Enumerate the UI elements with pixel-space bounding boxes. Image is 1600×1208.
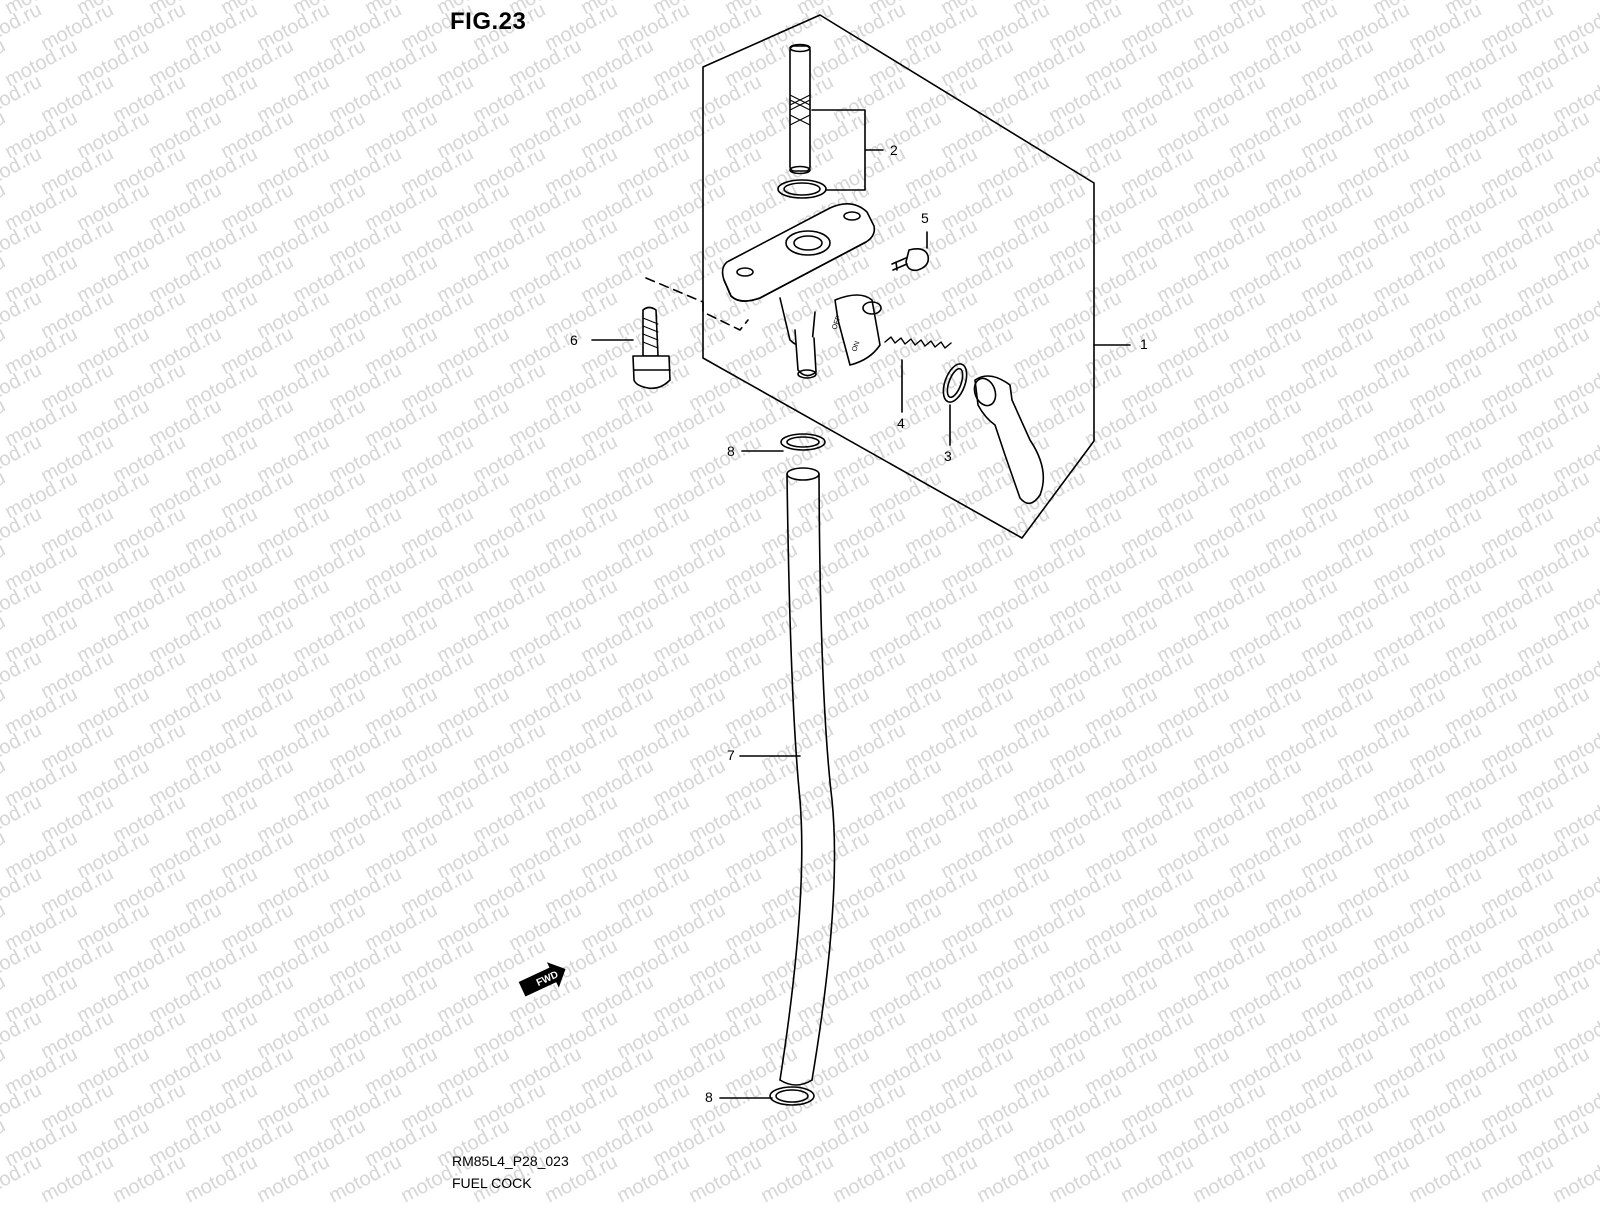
- callout-1: 1: [1140, 336, 1148, 352]
- screw-part-5: [891, 248, 930, 272]
- drawing-name: FUEL COCK: [452, 1175, 532, 1191]
- bolt-part-6: [632, 306, 671, 390]
- callout-4: 4: [897, 415, 905, 431]
- cock-on-label: ON: [851, 340, 861, 352]
- filter-tube: [789, 43, 811, 175]
- cock-off-label: OFF: [831, 315, 842, 331]
- fuel-cock-body: [721, 203, 882, 379]
- fwd-arrow: FWD: [518, 962, 566, 997]
- callout-8-upper: 8: [727, 443, 735, 459]
- callout-5: 5: [921, 210, 929, 226]
- callout-2: 2: [890, 142, 898, 158]
- o-ring-part-3: [942, 363, 968, 403]
- filter-o-ring: [777, 179, 827, 199]
- valve-lever: [973, 375, 1045, 505]
- callout-6: 6: [570, 332, 578, 348]
- clamp-upper: [780, 433, 826, 451]
- leader-2: [811, 109, 884, 191]
- clamp-lower: [769, 1086, 815, 1106]
- callout-3: 3: [944, 448, 952, 464]
- alignment-dashed-line: [645, 277, 749, 331]
- callout-7: 7: [727, 747, 735, 763]
- drawing-code: RM85L4_P28_023: [452, 1153, 569, 1169]
- callout-8-lower: 8: [705, 1089, 713, 1105]
- assembly-frame: [702, 14, 1095, 539]
- spring-part-4: [884, 336, 952, 349]
- fuel-hose-part-7: [779, 467, 836, 1086]
- figure-title: FIG.23: [450, 8, 527, 35]
